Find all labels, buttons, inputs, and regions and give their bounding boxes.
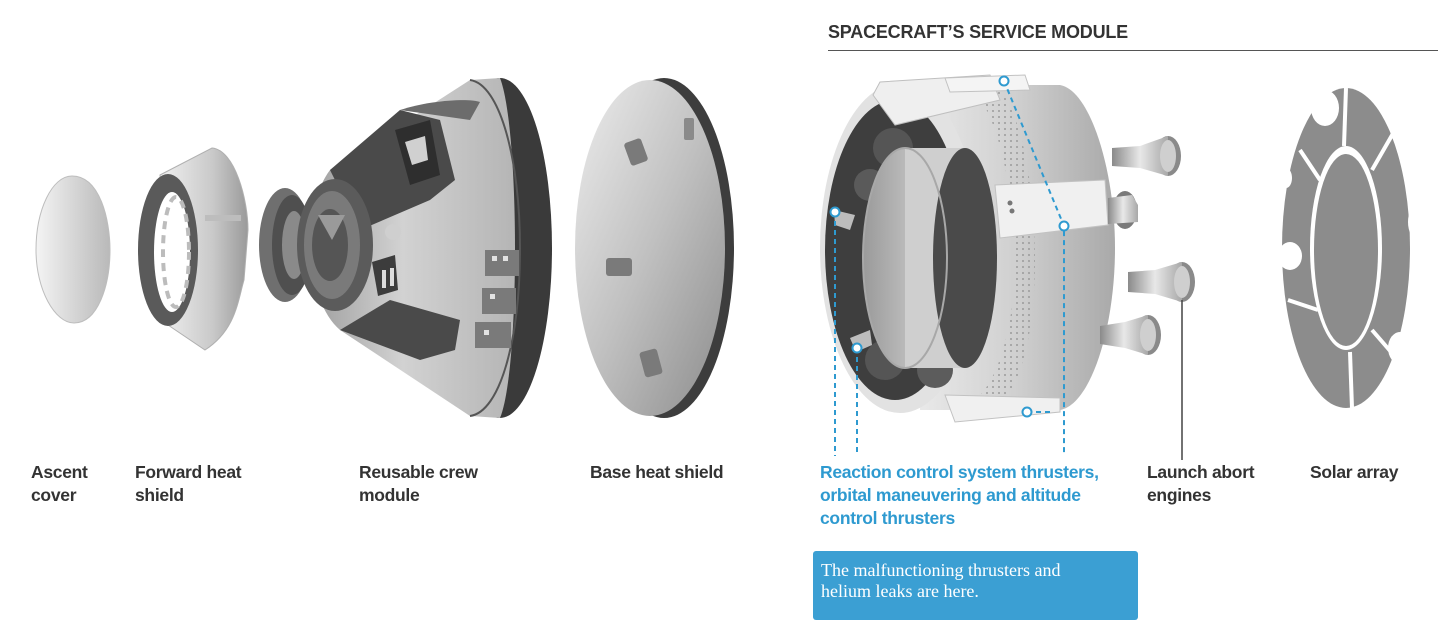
ascent-cover-part <box>36 176 110 323</box>
forward-heat-shield-label-line-1: Forward heat <box>135 461 241 484</box>
forward-heat-shield-label-line-2: shield <box>135 484 241 507</box>
ascent-cover-label-line-2: cover <box>31 484 88 507</box>
launch-abort-label-line-1: Launch abort <box>1147 461 1254 484</box>
callout-line-1: The malfunctioning thrusters and <box>821 560 1130 581</box>
base-heat-shield-label-line-1: Base heat shield <box>590 461 723 484</box>
crew-module-label-line-2: module <box>359 484 478 507</box>
crew-module-label-line-1: Reusable crew <box>359 461 478 484</box>
crew-module-label: Reusable crew module <box>359 461 478 507</box>
ascent-cover-label: Ascent cover <box>31 461 88 507</box>
solar-array-part <box>1278 88 1428 408</box>
forward-heat-shield-part <box>138 148 248 350</box>
solar-array-label: Solar array <box>1310 461 1398 484</box>
thrusters-label-line-2: orbital maneuvering and altitude <box>820 484 1099 507</box>
thrusters-label: Reaction control system thrusters, orbit… <box>820 461 1099 530</box>
base-heat-shield-label: Base heat shield <box>590 461 723 484</box>
callout-line-2: helium leaks are here. <box>821 581 1130 602</box>
solar-array-label-line-1: Solar array <box>1310 461 1398 484</box>
malfunction-callout: The malfunctioning thrusters and helium … <box>813 551 1138 620</box>
thrusters-label-line-3: control thrusters <box>820 507 1099 530</box>
forward-heat-shield-label: Forward heat shield <box>135 461 241 507</box>
service-module-title: SPACECRAFT’S SERVICE MODULE <box>828 22 1438 51</box>
service-module-part <box>820 75 1115 422</box>
thrusters-label-line-1: Reaction control system thrusters, <box>820 461 1099 484</box>
ascent-cover-label-line-1: Ascent <box>31 461 88 484</box>
launch-abort-label: Launch abort engines <box>1147 461 1254 507</box>
launch-abort-label-line-2: engines <box>1147 484 1254 507</box>
base-heat-shield-part <box>575 78 734 418</box>
crew-module-part <box>297 78 552 418</box>
